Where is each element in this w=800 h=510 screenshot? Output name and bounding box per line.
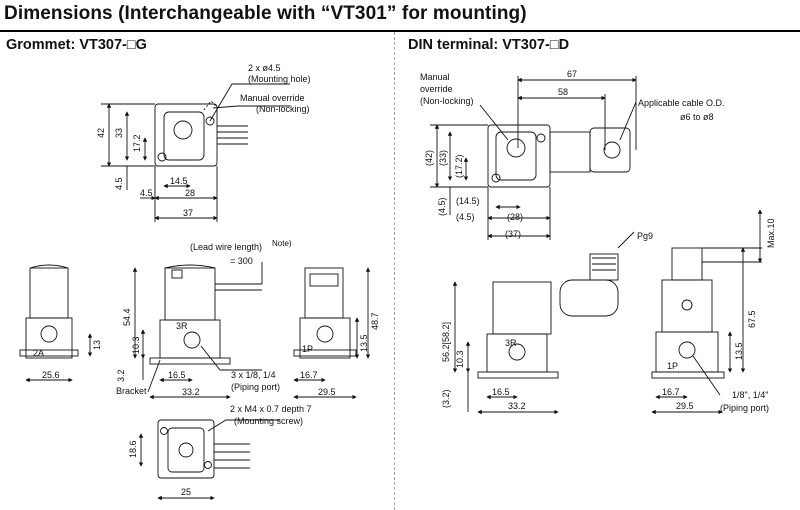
dim-56-2: 56.2[58.2]: [441, 322, 451, 362]
dim-3-2: 3.2: [116, 369, 126, 382]
grommet-top-view: [154, 100, 248, 167]
piping-port-label: (Piping port): [231, 382, 280, 392]
manual-override-label: Manual override: [240, 93, 305, 103]
dim-33-2: 33.2: [182, 387, 200, 397]
din-dim-29-5: 29.5: [676, 401, 694, 411]
lead-wire-length: = 300: [230, 256, 253, 266]
port-3r-label: 3R: [176, 321, 188, 331]
bracket-label: Bracket: [116, 386, 147, 396]
port-1p-label: 1P: [302, 344, 313, 354]
dim-28: 28: [185, 188, 195, 198]
din-piping-port-label: (Piping port): [720, 403, 769, 413]
grommet-bottom-view: [138, 419, 280, 501]
dim-18-6: 18.6: [128, 440, 138, 458]
din-manual-label: Manual: [420, 72, 450, 82]
dim-37: 37: [183, 208, 193, 218]
dim-10-3: 10.3: [131, 336, 141, 354]
cable-od-label: Applicable cable O.D.: [638, 98, 725, 108]
dim-13: 13: [92, 340, 102, 350]
dim-42-ref: (42): [424, 150, 434, 166]
cable-od-range: ø6 to ø8: [680, 112, 714, 122]
dim-58: 58: [558, 87, 568, 97]
dim-29-5: 29.5: [318, 387, 336, 397]
port-2a-label: 2A: [33, 348, 44, 358]
lead-wire-note: Note): [272, 239, 292, 248]
dim-25-6: 25.6: [42, 370, 60, 380]
dim-4-5-vertical: 4.5: [114, 177, 124, 190]
dim-4-5-horizontal: 4.5: [140, 188, 153, 198]
page-title: Dimensions (Interchangeable with “VT301”…: [4, 3, 527, 24]
dim-33-ref: (33): [438, 150, 448, 166]
dim-25: 25: [181, 487, 191, 497]
din-dim-13-5: 13.5: [734, 342, 744, 360]
mounting-hole-label: (Mounting hole): [248, 74, 311, 84]
dim-67: 67: [567, 69, 577, 79]
section-divider: [394, 32, 395, 510]
dim-37-ref: (37): [505, 229, 521, 239]
din-dim-33-2: 33.2: [508, 401, 526, 411]
din-dim-10-3: 10.3: [455, 350, 465, 368]
grommet-left-side-view: [19, 264, 79, 359]
lead-wire-label: (Lead wire length): [190, 242, 262, 252]
non-locking-label: (Non-locking): [256, 104, 310, 114]
dim-42: 42: [96, 128, 106, 138]
dim-48-7: 48.7: [370, 312, 380, 330]
din-override-label: override: [420, 84, 453, 94]
din-front-view: [477, 231, 635, 379]
mounting-screw-size: 2 x M4 x 0.7 depth 7: [230, 404, 312, 414]
dim-17-2-ref: (17.2): [454, 154, 464, 178]
dim-13-5: 13.5: [359, 334, 369, 352]
din-non-locking-label: (Non-locking): [420, 96, 474, 106]
piping-port-size: 3 x 1/8, 1/4: [231, 370, 276, 380]
grommet-header: Grommet: VT307-□G: [6, 37, 147, 53]
dim-28-ref: (28): [507, 212, 523, 222]
dim-4-5-ref-horizontal: (4.5): [456, 212, 475, 222]
dim-14-5-ref: (14.5): [456, 196, 480, 206]
din-piping-port-size: 1/8", 1/4": [732, 390, 768, 400]
dim-max-10: Max.10: [766, 218, 776, 248]
din-dim-16-5: 16.5: [492, 387, 510, 397]
dim-4-5-ref-vertical: (4.5): [437, 197, 447, 216]
dim-67-5: 67.5: [747, 310, 757, 328]
din-header: DIN terminal: VT307-□D: [408, 37, 570, 53]
dim-16-7: 16.7: [300, 370, 318, 380]
dim-16-5: 16.5: [168, 370, 186, 380]
din-port-3r-label: 3R: [505, 338, 517, 348]
dim-54-4: 54.4: [122, 308, 132, 326]
dim-33: 33: [114, 128, 124, 138]
mounting-screw-label: (Mounting screw): [234, 416, 303, 426]
pg9-label: Pg9: [637, 231, 653, 241]
grommet-front-view: [149, 264, 262, 365]
mounting-hole-size: 2 x ø4.5: [248, 63, 281, 73]
dim-3-2-ref: (3.2): [441, 389, 451, 408]
dim-17-2: 17.2: [132, 134, 142, 152]
din-side-view: [651, 247, 725, 379]
din-port-1p-label: 1P: [667, 361, 678, 371]
dim-14-5: 14.5: [170, 176, 188, 186]
title-rule: [0, 30, 800, 32]
din-top-view: [487, 124, 631, 188]
din-dim-16-7: 16.7: [662, 387, 680, 397]
